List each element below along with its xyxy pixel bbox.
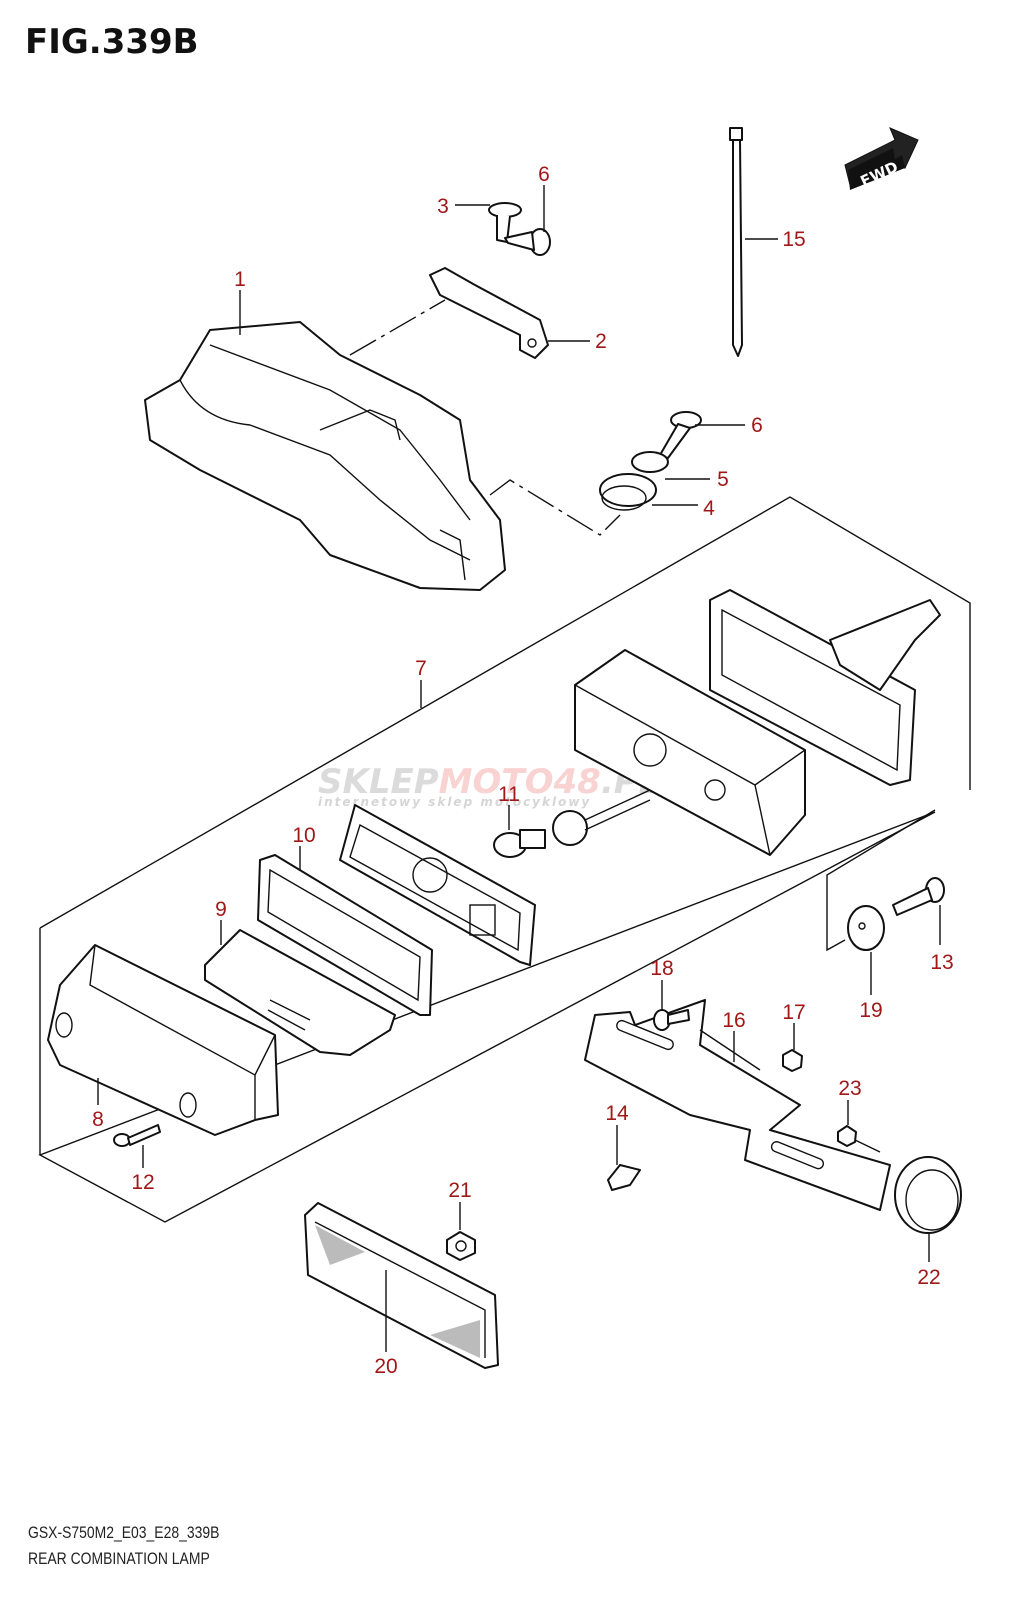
callout-7: 7 <box>415 657 427 680</box>
part-3-screw[interactable] <box>488 202 522 243</box>
part-8-lens[interactable] <box>47 944 279 1136</box>
assembly-line <box>489 479 621 536</box>
part-5-collar[interactable] <box>631 451 669 473</box>
callout-6: 6 <box>538 163 550 186</box>
assembly-line <box>826 809 936 952</box>
callout-3: 3 <box>437 195 449 218</box>
callout-16: 16 <box>722 1009 745 1032</box>
callout-13: 13 <box>930 951 953 974</box>
watermark-tagline: internetowy sklep motocyklowy <box>318 795 591 809</box>
part-13-bolt[interactable] <box>892 877 945 916</box>
callout-4: 4 <box>703 497 715 520</box>
part-12-screw[interactable] <box>113 1124 161 1147</box>
callout-21: 21 <box>448 1179 471 1202</box>
callout-leaders <box>97 185 941 1352</box>
lamp-socket-board <box>339 804 536 966</box>
assembly-line <box>349 299 446 356</box>
section-name: REAR COMBINATION LAMP <box>28 1549 210 1568</box>
part-9-inner-lens[interactable] <box>204 929 396 1056</box>
callout-9: 9 <box>215 898 227 921</box>
callout-19: 19 <box>859 999 882 1022</box>
part-21-nut[interactable] <box>446 1231 476 1261</box>
watermark-brand: SKLEPMOTO48.PL <box>318 762 660 802</box>
callout-17: 17 <box>782 1001 805 1024</box>
callout-15: 15 <box>782 228 805 251</box>
model-code: GSX-S750M2_E03_E28_339B <box>28 1523 220 1542</box>
part-14-clip[interactable] <box>607 1164 641 1191</box>
part-20-reflector[interactable] <box>304 1202 499 1369</box>
part-22-round-reflector[interactable] <box>894 1156 962 1234</box>
callout-18: 18 <box>650 957 673 980</box>
callout-23: 23 <box>838 1077 861 1100</box>
part-4-grommet[interactable] <box>599 473 657 511</box>
lamp-unit-rear-gasket <box>709 589 941 786</box>
lamp-unit-body <box>574 649 806 856</box>
callouts: 1 2 3 6 15 6 5 4 7 11 10 9 18 16 17 13 1… <box>92 163 954 1378</box>
callout-2: 2 <box>595 330 607 353</box>
callout-11: 11 <box>498 783 520 806</box>
callout-10: 10 <box>292 824 315 847</box>
part-15-cable-tie[interactable] <box>729 127 743 357</box>
part-16-bracket[interactable] <box>584 999 891 1211</box>
assembly-outline <box>38 496 971 1223</box>
callout-8: 8 <box>92 1108 104 1131</box>
part-10-gasket[interactable] <box>257 854 433 1016</box>
part-23-nut[interactable] <box>837 1125 857 1147</box>
part-11-bulb-socket[interactable] <box>493 789 651 858</box>
part-17-nut[interactable] <box>782 1049 803 1072</box>
callout-12: 12 <box>131 1171 154 1194</box>
part-6-screw-lower[interactable] <box>659 411 702 459</box>
part-2-bracket[interactable] <box>429 267 549 359</box>
footer: GSX-S750M2_E03_E28_339B REAR COMBINATION… <box>28 1520 219 1572</box>
part-1-lamp-housing[interactable] <box>144 321 506 591</box>
part-19-washer[interactable] <box>847 905 885 951</box>
part-6-screw-upper[interactable] <box>504 228 551 256</box>
callout-22: 22 <box>917 1266 940 1289</box>
watermark: SKLEPMOTO48.PL internetowy sklep motocyk… <box>318 762 660 809</box>
callout-6: 6 <box>751 414 763 437</box>
callout-20: 20 <box>374 1355 397 1378</box>
callout-14: 14 <box>605 1102 629 1125</box>
fwd-arrow-icon: FWD <box>844 127 919 191</box>
part-18-bolt[interactable] <box>653 1009 690 1031</box>
callout-1: 1 <box>234 268 246 291</box>
callout-5: 5 <box>717 468 729 491</box>
figure-title: FIG.339B <box>25 22 199 62</box>
